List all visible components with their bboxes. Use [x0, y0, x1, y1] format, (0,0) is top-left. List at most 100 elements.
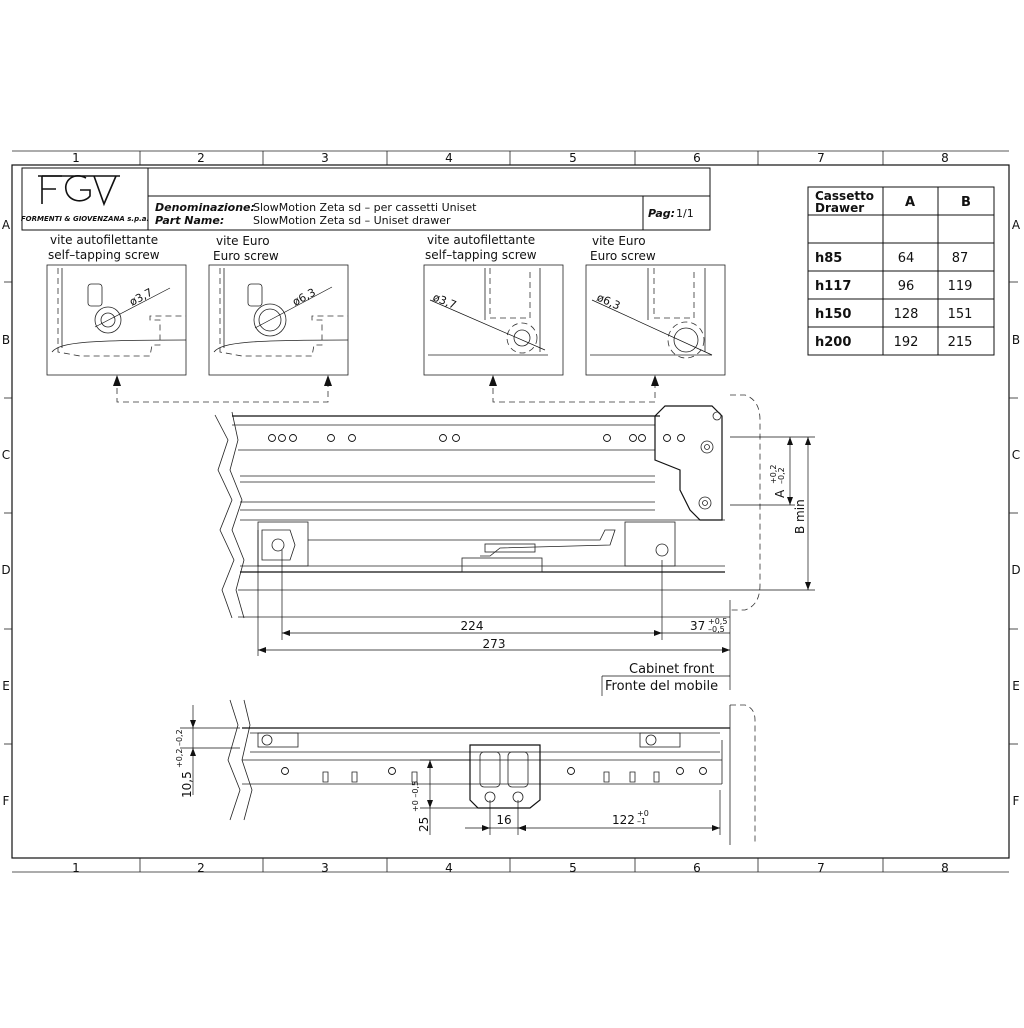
row-label: F [1013, 794, 1020, 808]
row-labels: A A B B C C D D E E F F [1, 218, 1021, 808]
dim-224: 224 [461, 619, 484, 633]
col-label: 2 [197, 861, 205, 875]
detail-view-2: vite Euro Euro screw ø6,3 [208, 234, 349, 376]
part-name-value: SlowMotion Zeta sd – Uniset drawer [253, 214, 451, 227]
dim-a-tol-dn: –0,2 [777, 467, 786, 484]
detail-dim: ø6,3 [595, 291, 622, 313]
row-label: C [1012, 448, 1020, 462]
denominazione-label: Denominazione: [155, 201, 255, 214]
col-label: 7 [817, 861, 825, 875]
col-label: 7 [817, 151, 825, 165]
dim-37: 37 [690, 619, 705, 633]
table-cell: 119 [948, 279, 973, 294]
detail-view-4: vite Euro Euro screw ø6,3 [585, 234, 726, 376]
column-ticks [139, 151, 884, 872]
denominazione-value: SlowMotion Zeta sd – per cassetti Uniset [253, 201, 477, 214]
row-label: D [1, 563, 10, 577]
column-labels-top: 1 2 3 4 5 6 7 8 [72, 151, 949, 165]
dim-122-tol-up: +0 [637, 809, 649, 818]
col-label: 3 [321, 151, 329, 165]
detail-dim: ø3,7 [127, 286, 155, 309]
col-label: 1 [72, 151, 80, 165]
detail-title-it: vite autofilettante [427, 233, 535, 247]
table-cell: 128 [894, 307, 919, 322]
col-label: 5 [569, 861, 577, 875]
row-label: F [3, 794, 10, 808]
side-view-runner [214, 394, 761, 619]
table-header-a: A [905, 195, 915, 210]
table-cell: h200 [815, 335, 851, 350]
col-label: 4 [445, 151, 453, 165]
page-value: 1/1 [676, 207, 694, 220]
col-label: 6 [693, 861, 701, 875]
dim-10-5: 10,5 [180, 771, 194, 798]
dim-122-tol-dn: –1 [637, 817, 646, 826]
table-cell: 64 [898, 251, 915, 266]
col-label: 8 [941, 151, 949, 165]
dim-b-min: B min [793, 499, 807, 534]
cabinet-front-label: Cabinet front Fronte del mobile [601, 662, 730, 696]
size-table: Cassetto Drawer A B h85 64 87 h117 96 11… [807, 186, 995, 356]
company-name: FORMENTI & GIOVENZANA s.p.a. [21, 215, 149, 223]
detail-dim: ø3,7 [431, 291, 458, 312]
bottom-view-runner [227, 699, 756, 845]
page-label: Pag: [648, 207, 675, 220]
col-label: 5 [569, 151, 577, 165]
col-label: 8 [941, 861, 949, 875]
dim-25-tol: +0 –0,5 [411, 781, 420, 812]
dim-a: A [773, 489, 787, 498]
column-labels-bottom: 1 2 3 4 5 6 7 8 [72, 861, 949, 875]
detail-title-en: Euro screw [590, 249, 656, 263]
detail-title-en: self–tapping screw [48, 248, 160, 262]
row-label: B [2, 333, 10, 347]
col-label: 2 [197, 151, 205, 165]
detail-view-3: vite autofilettante self–tapping screw ø… [423, 233, 564, 376]
row-label: E [1012, 679, 1020, 693]
row-label: A [1012, 218, 1021, 232]
dim-10-5-tol: +0,2 –0,2 [175, 729, 184, 768]
col-label: 4 [445, 861, 453, 875]
table-cell: h150 [815, 307, 851, 322]
cabinet-front-it: Fronte del mobile [605, 679, 718, 694]
detail-title-en: Euro screw [213, 249, 279, 263]
table-cell: 192 [894, 335, 919, 350]
detail-title-it: vite Euro [592, 234, 646, 248]
col-label: 1 [72, 861, 80, 875]
table-cell: 151 [948, 307, 973, 322]
row-ticks [4, 281, 1018, 745]
detail-callout-arrows [113, 375, 659, 403]
fgv-logo [38, 175, 120, 207]
dim-37-tol-dn: –0,5 [708, 625, 725, 634]
detail-view-1: vite autofilettante self–tapping screw ø… [46, 233, 187, 376]
row-label: C [2, 448, 10, 462]
dim-122: 122 [612, 813, 635, 827]
part-name-label: Part Name: [155, 214, 224, 227]
table-cell: 215 [948, 335, 973, 350]
detail-title-it: vite Euro [216, 234, 270, 248]
drawing-frame [11, 164, 1010, 859]
dim-a-tol-up: +0,2 [769, 465, 778, 484]
dimensions-bottom-view: 10,5 +0,2 –0,2 25 +0 –0,5 16 122 +0 –1 [175, 705, 721, 835]
detail-title-en: self–tapping screw [425, 248, 537, 262]
col-label: 3 [321, 861, 329, 875]
table-cell: 96 [898, 279, 915, 294]
cabinet-front-en: Cabinet front [629, 662, 714, 677]
col-label: 6 [693, 151, 701, 165]
dim-37-tol-up: +0,5 [708, 617, 727, 626]
table-header-drawer: Drawer [815, 201, 864, 215]
table-cell: h117 [815, 279, 851, 294]
table-header-drawer: Cassetto [815, 189, 874, 203]
row-label: D [1011, 563, 1020, 577]
table-cell: 87 [952, 251, 969, 266]
table-header-b: B [961, 195, 971, 210]
row-label: E [2, 679, 10, 693]
title-block: FORMENTI & GIOVENZANA s.p.a. Denominazio… [21, 167, 711, 231]
dim-273: 273 [483, 637, 506, 651]
dim-16: 16 [496, 813, 511, 827]
table-cell: h85 [815, 251, 842, 266]
row-label: B [1012, 333, 1020, 347]
row-label: A [2, 218, 11, 232]
dim-25: 25 [417, 817, 431, 832]
